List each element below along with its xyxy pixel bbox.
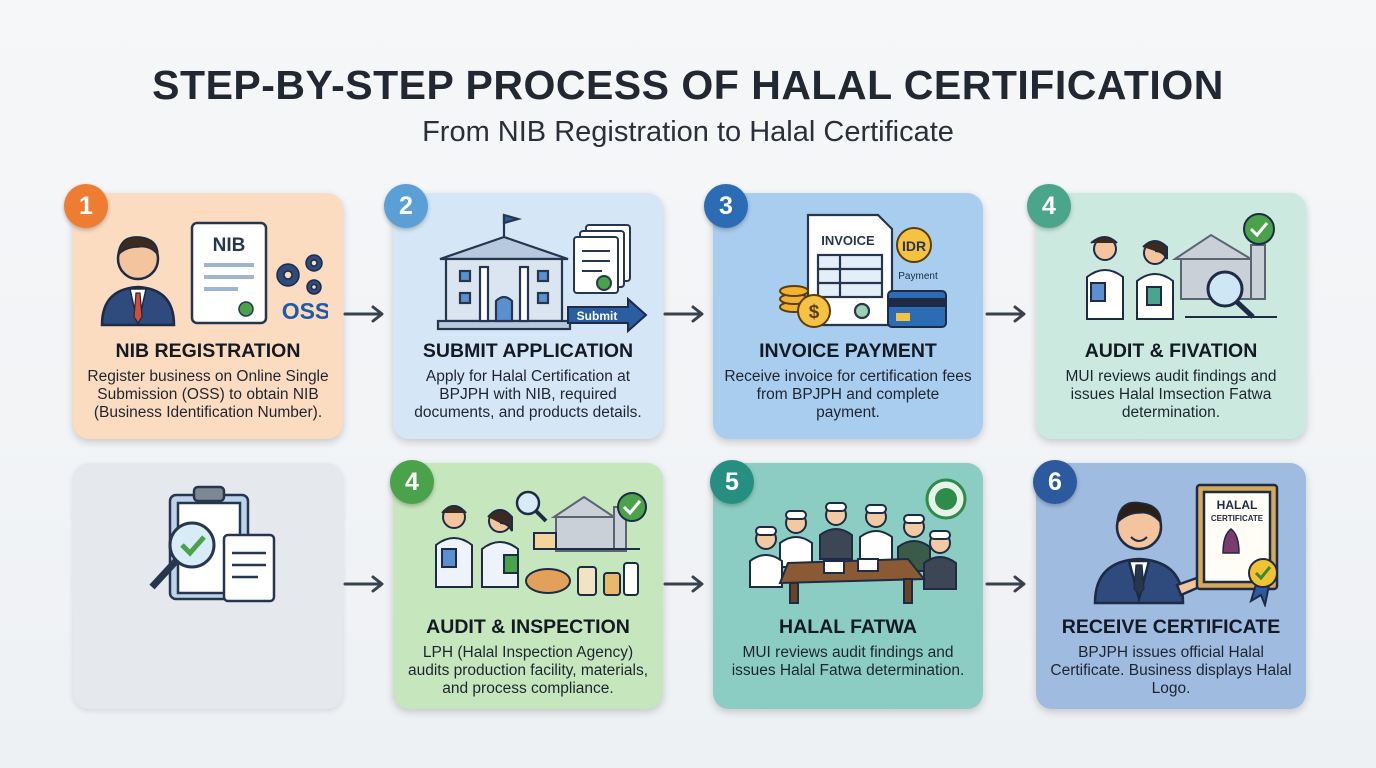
page-subtitle: From NIB Registration to Halal Certifica… (422, 116, 954, 148)
currency-label: IDR (902, 238, 926, 254)
svg-text:$: $ (809, 302, 820, 323)
nib-illustration: NIB OSS (100, 221, 328, 327)
arrow-right-icon (985, 575, 1026, 593)
arrow-right-icon (985, 305, 1026, 323)
step-description: Receive invoice for certification fees f… (724, 368, 972, 421)
step-card-receive-certificate: HALAL CERTIFICATE RECEIVE CERTIFICATE BP… (1036, 463, 1306, 709)
step-description: MUI reviews audit findings and issues Ha… (731, 644, 965, 679)
step-description: MUI reviews audit findings and issues Ha… (1065, 368, 1277, 421)
step-card-submit-application: Submit SUBMIT APPLICATION Apply for Hala… (393, 193, 663, 439)
coins-icon: $ (779, 285, 831, 328)
step-card-audit-fivation: AUDIT & FIVATION MUI reviews audit findi… (1036, 193, 1306, 439)
submit-button-label: Submit (577, 309, 618, 323)
award-ribbon-icon (1248, 558, 1278, 607)
credit-card-icon (887, 290, 947, 328)
certificate-illustration: HALAL CERTIFICATE (1093, 483, 1279, 607)
submit-arrow-icon: Submit (567, 296, 648, 334)
payment-label: Payment (898, 271, 938, 282)
review-illustration (149, 485, 276, 603)
certificate-title: HALAL (1217, 498, 1258, 512)
step-title: SUBMIT APPLICATION (422, 340, 634, 362)
person-icon (100, 236, 176, 327)
nib-doc-label: NIB (213, 235, 246, 256)
arrow-right-icon (343, 305, 384, 323)
certificate-subtitle: CERTIFICATE (1211, 514, 1264, 523)
step-title: HALAL FATWA (779, 616, 917, 638)
step-title: INVOICE PAYMENT (759, 340, 937, 362)
magnifier-icon (1206, 270, 1255, 319)
step-card-halal-fatwa: HALAL FATWA MUI reviews audit findings a… (713, 463, 983, 709)
step-card-nib-registration: NIB OSS NIB REGISTRATION Register busine… (73, 193, 343, 439)
step-title: AUDIT & FIVATION (1084, 340, 1258, 362)
oss-logo: OSS (282, 298, 328, 324)
arrow-right-icon (663, 575, 704, 593)
step-number-badge: 2 (384, 184, 428, 228)
step-card-audit-inspection: AUDIT & INSPECTION LPH (Halal Inspection… (393, 463, 663, 709)
arrow-right-icon (343, 575, 384, 593)
auditors-icon (1086, 236, 1174, 320)
invoice-label: INVOICE (821, 233, 875, 248)
nib-document-icon: NIB (190, 221, 268, 325)
audit-inspection-illustration (435, 490, 647, 596)
gears-icon (276, 254, 323, 295)
step-card-invoice-payment: INVOICE $ IDR Payment INVOICE PAYMENT Re… (713, 193, 983, 439)
check-badge-icon (1243, 213, 1275, 245)
step-description: LPH (Halal Inspection Agency) audits pro… (407, 644, 649, 697)
step-description: Register business on Online Single Submi… (87, 368, 329, 421)
step-title: RECEIVE CERTIFICATE (1061, 616, 1281, 638)
mui-seal-icon (925, 478, 967, 520)
step-number-badge: 4 (1027, 184, 1071, 228)
check-badge-icon (617, 492, 647, 522)
review-documents-card (73, 463, 343, 709)
document-icon (222, 533, 276, 603)
magnifier-check-icon (149, 521, 216, 590)
food-products-icon (525, 532, 640, 596)
factory-icon (550, 495, 627, 552)
documents-icon (573, 224, 631, 294)
audit-fivation-illustration (1086, 213, 1277, 320)
step-number-badge: 3 (704, 184, 748, 228)
step-number-badge: 1 (64, 184, 108, 228)
step-title: AUDIT & INSPECTION (426, 616, 630, 638)
idr-coin-icon: IDR Payment (896, 227, 938, 282)
step-title: NIB REGISTRATION (115, 340, 301, 362)
businessman-icon (1093, 501, 1215, 605)
page-title: STEP-BY-STEP PROCESS OF HALAL CERTIFICAT… (152, 62, 1224, 108)
invoice-illustration: INVOICE $ IDR Payment (779, 213, 947, 328)
step-description: Apply for Halal Certification at BPJPH w… (414, 368, 642, 421)
submit-illustration: Submit (436, 213, 648, 334)
step-number-badge: 4 (390, 460, 434, 504)
step-number-badge: 5 (710, 460, 754, 504)
ulama-meeting-icon (749, 502, 957, 604)
step-number-badge: 6 (1033, 460, 1077, 504)
government-building-icon (436, 213, 572, 331)
arrow-right-icon (663, 305, 704, 323)
inspectors-icon (435, 505, 519, 588)
fatwa-illustration (749, 478, 967, 604)
step-description: BPJPH issues official Halal Certificate.… (1050, 644, 1292, 697)
